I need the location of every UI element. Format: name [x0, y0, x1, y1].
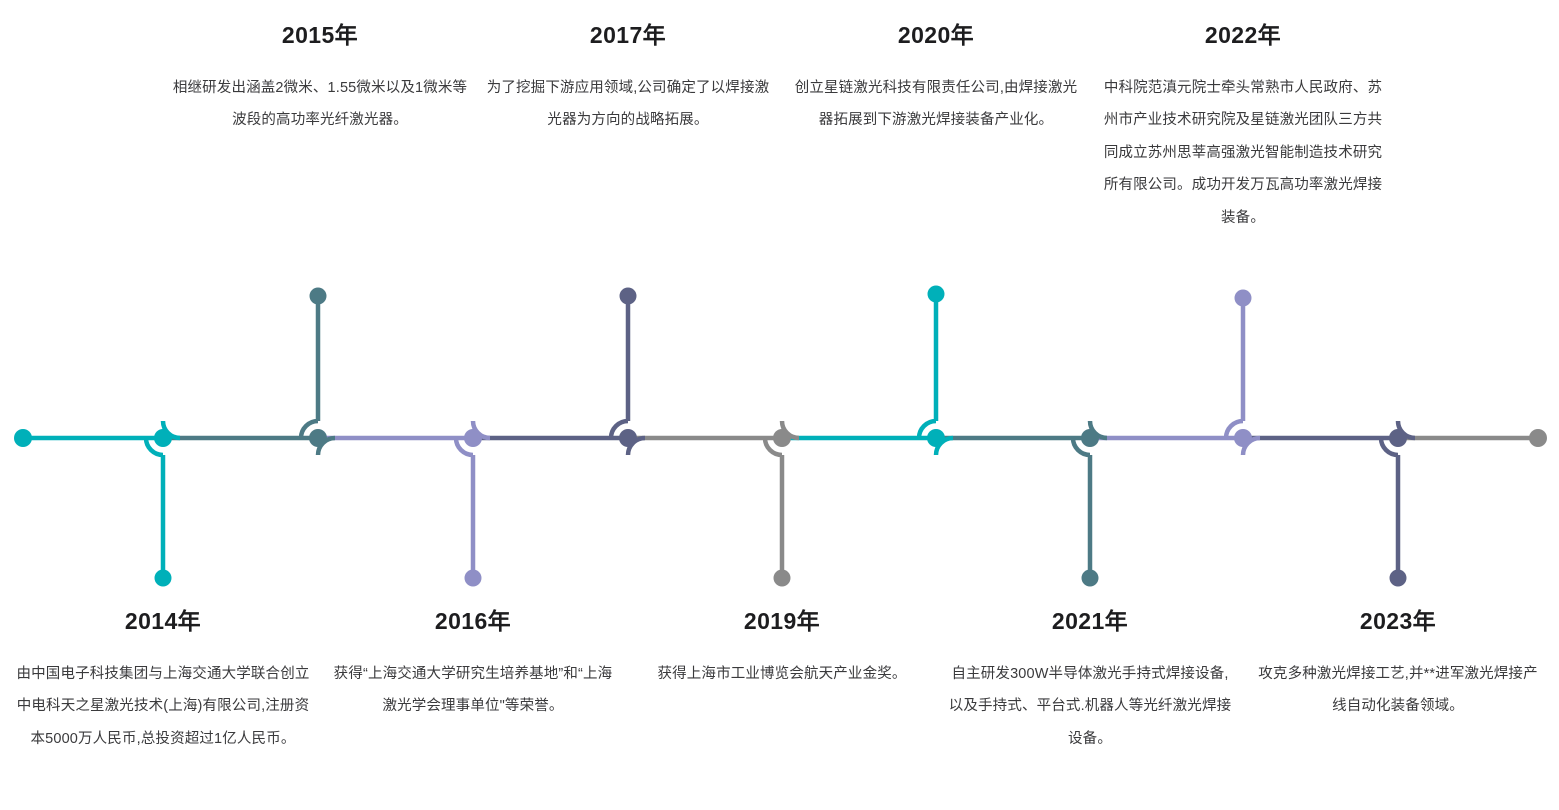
timeline-entry-e2020: 2020年创立星链激光科技有限责任公司,由焊接激光器拓展到下游激光焊接装备产业化… [791, 22, 1081, 137]
branch-tip-dot-n2020 [927, 285, 945, 303]
entry-year-label: 2022年 [1204, 22, 1282, 48]
node-dot-n2023[interactable] [1389, 429, 1407, 447]
branch-connectors-layer [160, 294, 1401, 578]
entry-year-label: 2023年 [1359, 608, 1437, 634]
branch-tip-dot-n2021 [1081, 569, 1099, 587]
node-dot-n2015[interactable] [309, 429, 327, 447]
entry-year-label: 2017年 [589, 22, 667, 48]
elbow-left-n2023 [1378, 437, 1399, 458]
node-dot-n2014[interactable] [154, 429, 172, 447]
entry-year-label: 2021年 [1051, 608, 1129, 634]
right-cap-dot [1529, 429, 1547, 447]
elbow-left-n2019 [762, 437, 783, 458]
entry-description: 中科院范滇元院士牵头常熟市人民政府、苏州市产业技术研究院及星链激光团队三方共同成… [1103, 79, 1383, 227]
entry-description: 获得上海市工业博览会航天产业金奖。 [657, 665, 907, 682]
node-dot-n2022[interactable] [1234, 429, 1252, 447]
node-dot-n2019[interactable] [773, 429, 791, 447]
entry-description: 获得“上海交通大学研究生培养基地”和“上海激光学会理事单位"等荣誉。 [333, 665, 613, 715]
node-dots-layer [14, 285, 1547, 587]
node-dot-n2017[interactable] [619, 429, 637, 447]
elbow-left-n2015 [298, 418, 319, 439]
entry-year-label: 2020年 [897, 22, 975, 48]
elbow-left-n2017 [608, 418, 629, 439]
elbow-left-n2016 [453, 437, 474, 458]
timeline-entry-e2016: 2016年获得“上海交通大学研究生培养基地”和“上海激光学会理事单位"等荣誉。 [328, 608, 618, 723]
entry-year-label: 2014年 [124, 608, 202, 634]
elbow-left-n2020 [916, 418, 937, 439]
branch-tip-dot-n2014 [154, 569, 172, 587]
entry-description: 创立星链激光科技有限责任公司,由焊接激光器拓展到下游激光焊接装备产业化。 [794, 79, 1078, 129]
entry-description: 攻克多种激光焊接工艺,并**进军激光焊接产线自动化装备领域。 [1258, 665, 1538, 715]
branch-tip-dot-n2022 [1234, 289, 1252, 307]
node-dot-n2021[interactable] [1081, 429, 1099, 447]
node-dot-n2020[interactable] [927, 429, 945, 447]
entry-year-label: 2015年 [281, 22, 359, 48]
left-cap-dot [14, 429, 32, 447]
timeline-entry-e2021: 2021年自主研发300W半导体激光手持式焊接设备,以及手持式、平台式.机器人等… [945, 608, 1235, 755]
node-dot-n2016[interactable] [464, 429, 482, 447]
entry-description: 相继研发出涵盖2微米、1.55微米以及1微米等波段的高功率光纤激光器。 [172, 79, 468, 129]
entry-description: 由中国电子科技集团与上海交通大学联合创立中电科天之星激光技术(上海)有限公司,注… [16, 665, 310, 747]
entry-description: 自主研发300W半导体激光手持式焊接设备,以及手持式、平台式.机器人等光纤激光焊… [948, 665, 1232, 747]
timeline-entry-e2022: 2022年中科院范滇元院士牵头常熟市人民政府、苏州市产业技术研究院及星链激光团队… [1098, 22, 1388, 235]
timeline-entry-e2023: 2023年攻克多种激光焊接工艺,并**进军激光焊接产线自动化装备领域。 [1253, 608, 1543, 723]
timeline-entry-e2014: 2014年由中国电子科技集团与上海交通大学联合创立中电科天之星激光技术(上海)有… [13, 608, 313, 755]
elbow-left-n2022 [1223, 418, 1244, 439]
entry-year-label: 2019年 [743, 608, 821, 634]
branch-tip-dot-n2023 [1389, 569, 1407, 587]
entry-description: 为了挖掘下游应用领域,公司确定了以焊接激光器为方向的战略拓展。 [486, 79, 770, 129]
timeline-entry-e2019: 2019年获得上海市工业博览会航天产业金奖。 [637, 608, 927, 690]
branch-tip-dot-n2019 [773, 569, 791, 587]
timeline-entry-e2017: 2017年为了挖掘下游应用领域,公司确定了以焊接激光器为方向的战略拓展。 [483, 22, 773, 137]
elbow-left-n2014 [143, 437, 164, 458]
elbow-left-n2021 [1070, 437, 1091, 458]
entry-year-label: 2016年 [434, 608, 512, 634]
timeline-entry-e2015: 2015年相继研发出涵盖2微米、1.55微米以及1微米等波段的高功率光纤激光器。 [170, 22, 470, 137]
branch-tip-dot-n2017 [619, 287, 637, 305]
branch-tip-dot-n2015 [309, 287, 327, 305]
branch-tip-dot-n2016 [464, 569, 482, 587]
